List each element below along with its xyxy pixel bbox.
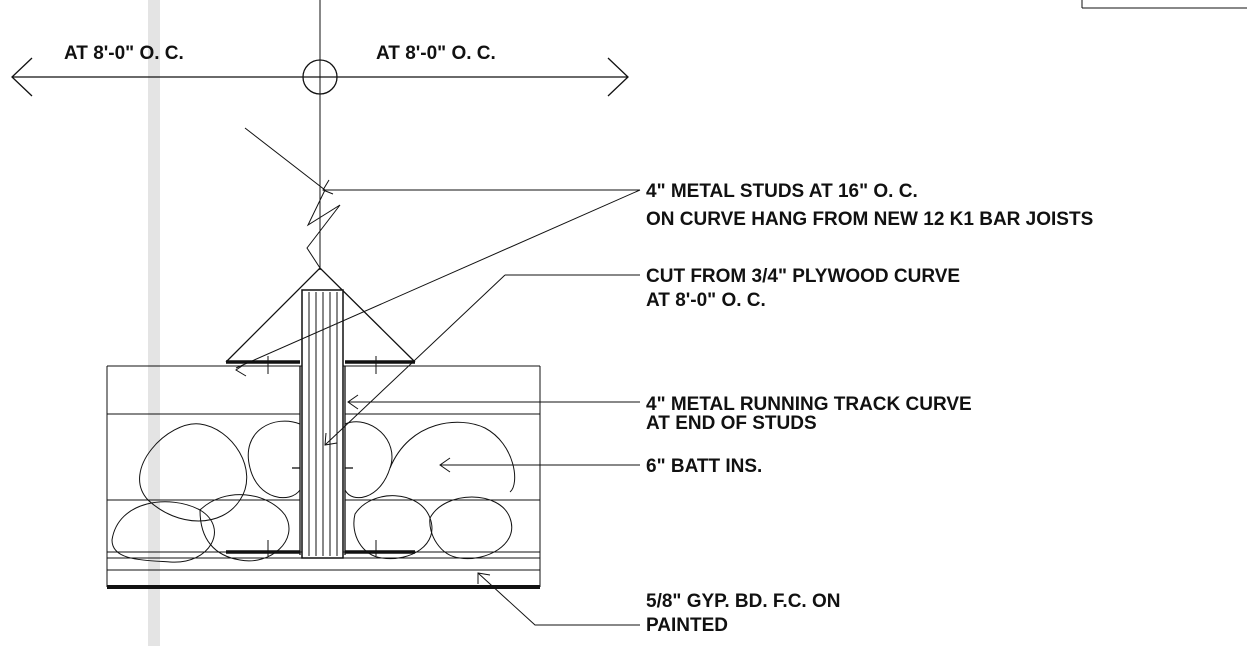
note-plywood-line-1: CUT FROM 3/4" PLYWOOD CURVE <box>646 266 960 287</box>
note-plywood-line-2: AT 8'-0" O. C. <box>646 290 766 311</box>
leader-insulation <box>439 457 640 473</box>
note-gypsum-line-2: PAINTED <box>646 615 728 636</box>
left-arrowhead <box>11 57 33 97</box>
note-insulation: 6" BATT INS. <box>646 456 762 477</box>
running-track <box>226 356 415 556</box>
grid-bubble <box>302 59 338 95</box>
soffit-box <box>106 365 541 587</box>
dimension-label-right: AT 8'-0" O. C. <box>376 43 496 64</box>
leader-studs <box>235 179 641 377</box>
note-track-line-1: 4" METAL RUNNING TRACK CURVE <box>646 394 972 415</box>
plywood-stud <box>301 289 344 559</box>
right-arrowhead <box>607 57 629 97</box>
note-gypsum-line-1: 5/8" GYP. BD. F.C. ON <box>646 591 841 612</box>
note-studs-line-2: ON CURVE HANG FROM NEW 12 K1 BAR JOISTS <box>646 209 1093 230</box>
note-studs-line-1: 4" METAL STUDS AT 16" O. C. <box>646 181 918 202</box>
leader-plywood <box>324 274 640 446</box>
break-line <box>244 127 341 269</box>
batt-insulation <box>111 420 516 563</box>
note-track-line-2: AT END OF STUDS <box>646 413 817 434</box>
dimension-label-left: AT 8'-0" O. C. <box>64 43 184 64</box>
leader-track <box>347 394 640 410</box>
plywood-curve-outline <box>225 267 416 363</box>
scan-shadow-band <box>148 0 160 646</box>
leader-gypsum <box>477 572 640 626</box>
